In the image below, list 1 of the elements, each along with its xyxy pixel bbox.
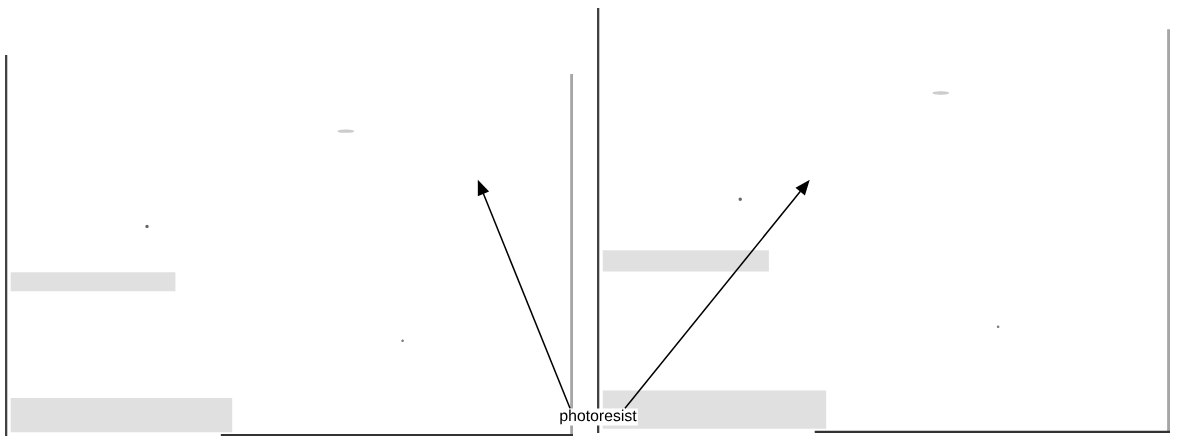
label: photoresist (558, 408, 638, 426)
